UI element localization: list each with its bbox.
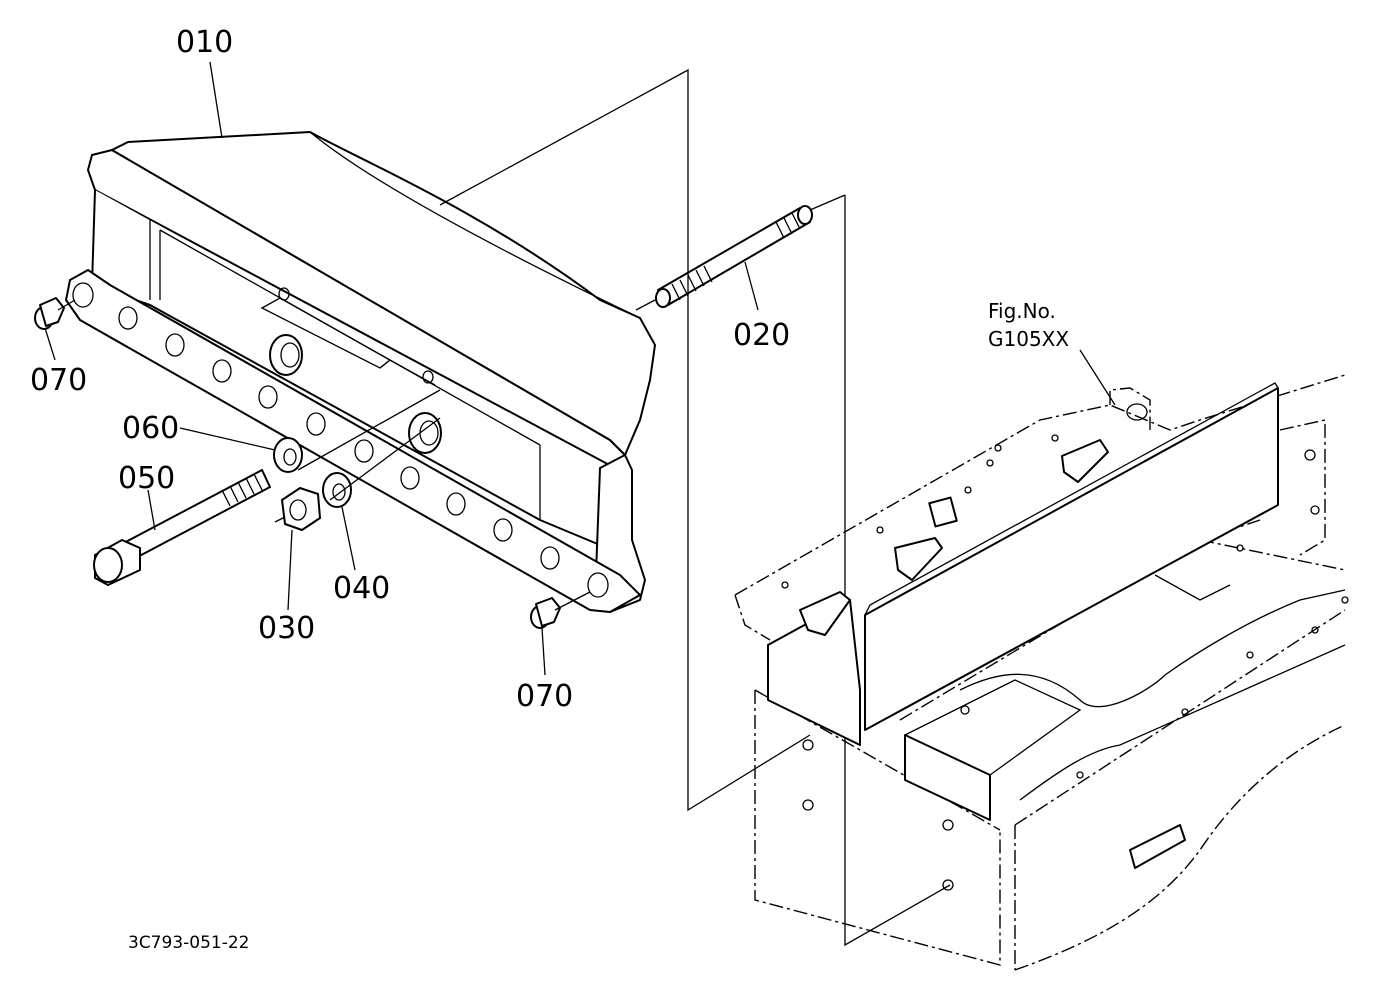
label-part-050: 050: [118, 461, 175, 496]
label-part-070-left: 070: [30, 363, 87, 398]
leader-060: [179, 427, 276, 451]
leader-030: [287, 529, 293, 611]
pin-070-left: [34, 297, 76, 330]
label-part-040: 040: [333, 571, 390, 606]
projection-lines: [439, 68, 951, 947]
leader-fig-ref: [1079, 349, 1116, 406]
leader-070-left: [44, 327, 56, 361]
pin-070-right: [530, 591, 591, 629]
label-part-010: 010: [176, 25, 233, 60]
leader-010: [209, 61, 223, 139]
leader-020: [744, 261, 759, 311]
drawing-code: 3C793-051-22: [128, 933, 249, 953]
label-part-020: 020: [733, 318, 790, 353]
bar-holes: [72, 282, 609, 598]
leader-050: [147, 489, 156, 531]
nut-030: [281, 487, 321, 531]
tractor-frame: [734, 374, 1349, 971]
bolt-050: [93, 469, 271, 586]
label-part-030: 030: [258, 611, 315, 646]
label-part-070-right: 070: [516, 679, 573, 714]
label-part-060: 060: [122, 411, 179, 446]
fig-ref-line2: G105XX: [988, 327, 1069, 351]
axis-020: [635, 194, 846, 311]
front-bracket-010: [65, 131, 656, 613]
leader-040: [341, 506, 356, 571]
fig-ref-line1: Fig.No.: [988, 299, 1056, 323]
stud-020: [655, 205, 813, 308]
leader-070-right: [541, 627, 546, 676]
frame-holes: [781, 434, 1349, 891]
washer-040: [322, 472, 352, 508]
washer-060: [273, 437, 303, 473]
